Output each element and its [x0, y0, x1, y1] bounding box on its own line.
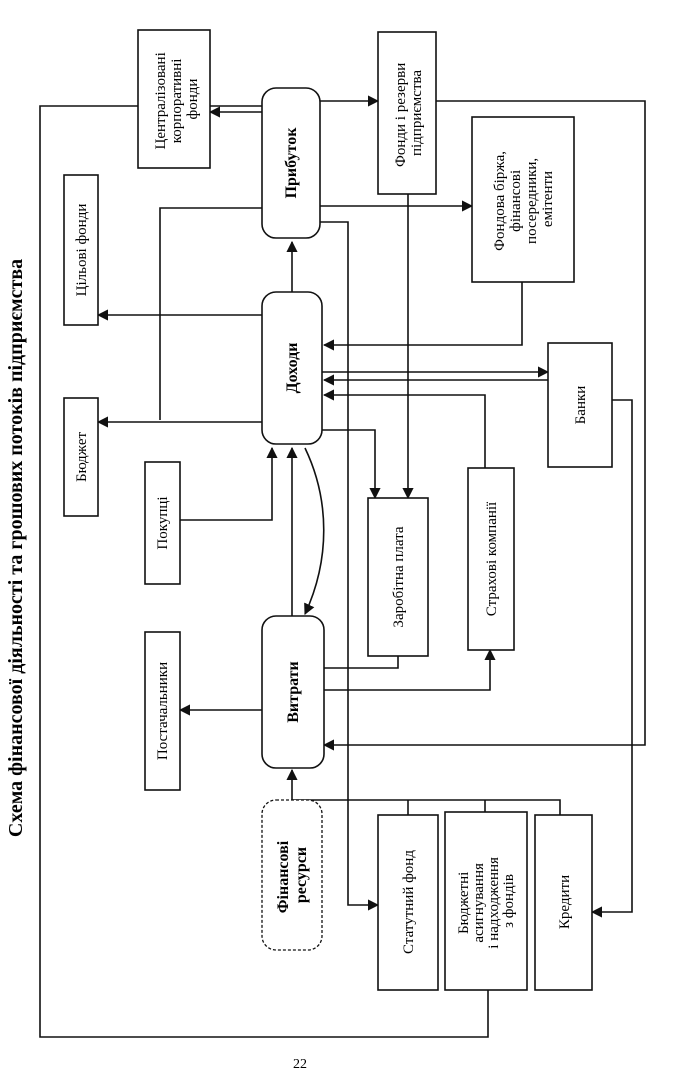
flow-line-resources-top	[292, 799, 561, 815]
node-finansovi-resursy: Фінансові ресурси	[261, 799, 323, 951]
connection-lines	[39, 95, 646, 1038]
node-fondy-rezervy: Фонди і резерви підприємства	[377, 31, 437, 195]
node-label-line: і надходження	[486, 857, 502, 949]
node-label-line: корпоративні	[169, 59, 185, 144]
node-label: Страхові компанії	[484, 501, 500, 616]
node-postachalnyky: Постачальники	[144, 631, 181, 791]
node-label: Прибуток	[283, 127, 300, 199]
node-label-line: Бюджетні	[456, 872, 472, 934]
flow-line-income-costs-curve	[304, 447, 325, 616]
node-pokuptsi: Покупці	[144, 461, 181, 585]
node-label: Постачальники	[155, 662, 171, 760]
svg-text:Фінансові ресурси: Фінансові ресурси	[275, 837, 310, 913]
flow-line-outer-loop	[39, 105, 489, 1038]
node-kredyty: Кредити	[534, 814, 593, 991]
node-tsentralizovani-fondy: Централізовані корпоративні фонди	[137, 29, 211, 169]
node-strakhovi-kompanii: Страхові компанії	[467, 467, 515, 651]
node-label: Покупці	[155, 496, 171, 549]
node-label: Банки	[573, 386, 589, 425]
node-label: Витрати	[285, 661, 302, 723]
node-label-line: ресурси	[293, 847, 310, 903]
node-label-line: Централізовані	[153, 52, 169, 149]
node-biudzhet: Бюджет	[63, 397, 99, 517]
svg-text:Централізовані корпорати: Централізовані корпоративні фонди	[153, 48, 201, 149]
node-label: Заробітна плата	[391, 526, 407, 627]
svg-text:Фондова біржа, фінансові: Фондова біржа, фінансові посередники, ем…	[492, 147, 556, 251]
flow-line-costs-salary	[322, 656, 399, 669]
node-banky: Банки	[547, 342, 613, 468]
flow-line-profit-targeted	[159, 207, 262, 420]
flow-line-reserves-costs	[322, 100, 646, 751]
diagram-title: Схема фінансової діяльності та грошових …	[5, 259, 27, 837]
node-fondova-birzha: Фондова біржа, фінансові посередники, ем…	[471, 116, 575, 283]
node-label: Статутний фонд	[401, 850, 417, 954]
node-label-line: підприємства	[409, 70, 425, 156]
node-zarobitna-plata: Заробітна плата	[367, 497, 429, 657]
node-statutnyi-fond: Статутний фонд	[377, 814, 439, 991]
node-label-line: емітенти	[540, 171, 556, 227]
node-label: Доходи	[284, 343, 301, 394]
node-label-line: Фондова біржа,	[492, 151, 508, 251]
node-label-line: асигнування	[471, 863, 487, 943]
flow-line-buyers-income	[180, 446, 278, 521]
node-label: Бюджет	[74, 432, 90, 483]
flow-line-costs-insurance	[322, 648, 496, 691]
node-tsilovi-fondy: Цільові фонди	[63, 174, 99, 326]
node-biudzhetni-asyhnuvannia: Бюджетні асигнування і надходження з фон…	[444, 811, 528, 991]
svg-text:Фонди і резерви підприєм: Фонди і резерви підприємства	[393, 59, 425, 167]
flow-line-exchange-income	[322, 282, 523, 351]
node-label: Цільові фонди	[74, 204, 90, 297]
flow-line-income-salary	[322, 429, 381, 500]
flow-line-profit-statutory	[320, 221, 380, 911]
node-label-line: фінансові	[508, 170, 524, 232]
node-prybutok: Прибуток	[261, 87, 321, 239]
node-label: Кредити	[557, 875, 573, 929]
node-label-line: Фінансові	[275, 840, 292, 913]
node-vytraty: Витрати	[261, 615, 325, 769]
node-label-line: посередники,	[524, 158, 540, 244]
node-label-line: Фонди і резерви	[393, 63, 409, 167]
node-label-line: з фондів	[501, 874, 517, 928]
flow-line-banks-credits	[590, 399, 633, 918]
flow-line-insurance-income	[322, 389, 486, 468]
page-number: 22	[293, 1057, 307, 1071]
node-label-line: фонди	[185, 79, 201, 120]
node-dokhody: Доходи	[261, 291, 323, 445]
svg-text:Бюджетні асигнування: Бюджетні асигнування і надходження з фон…	[456, 853, 517, 948]
